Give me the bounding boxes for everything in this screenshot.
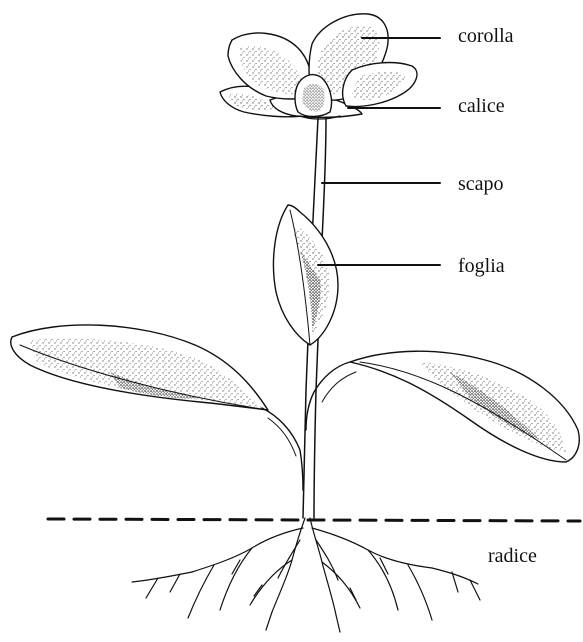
label-foglia: foglia [458, 256, 505, 276]
label-radice: radice [488, 546, 537, 566]
label-scapo: scapo [458, 174, 504, 194]
label-calice: calice [458, 96, 505, 116]
ground-line [48, 519, 580, 521]
root-system [132, 518, 480, 632]
label-corolla: corolla [458, 26, 514, 46]
